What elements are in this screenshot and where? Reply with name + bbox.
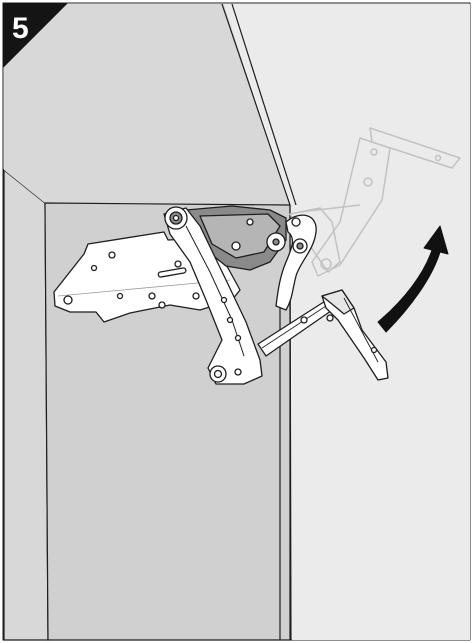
lift-mechanism bbox=[53, 205, 389, 385]
cabinet-top-panel bbox=[4, 4, 290, 205]
lever-arm bbox=[275, 214, 317, 311]
step-number: 5 bbox=[12, 12, 29, 45]
cabinet-side-panel bbox=[3, 168, 49, 641]
curved-arrow-up-icon bbox=[377, 225, 449, 333]
cabinet-front-edge-inner bbox=[231, 3, 297, 206]
step-badge bbox=[3, 3, 68, 68]
cabinet-front-edge-outer bbox=[221, 3, 291, 206]
